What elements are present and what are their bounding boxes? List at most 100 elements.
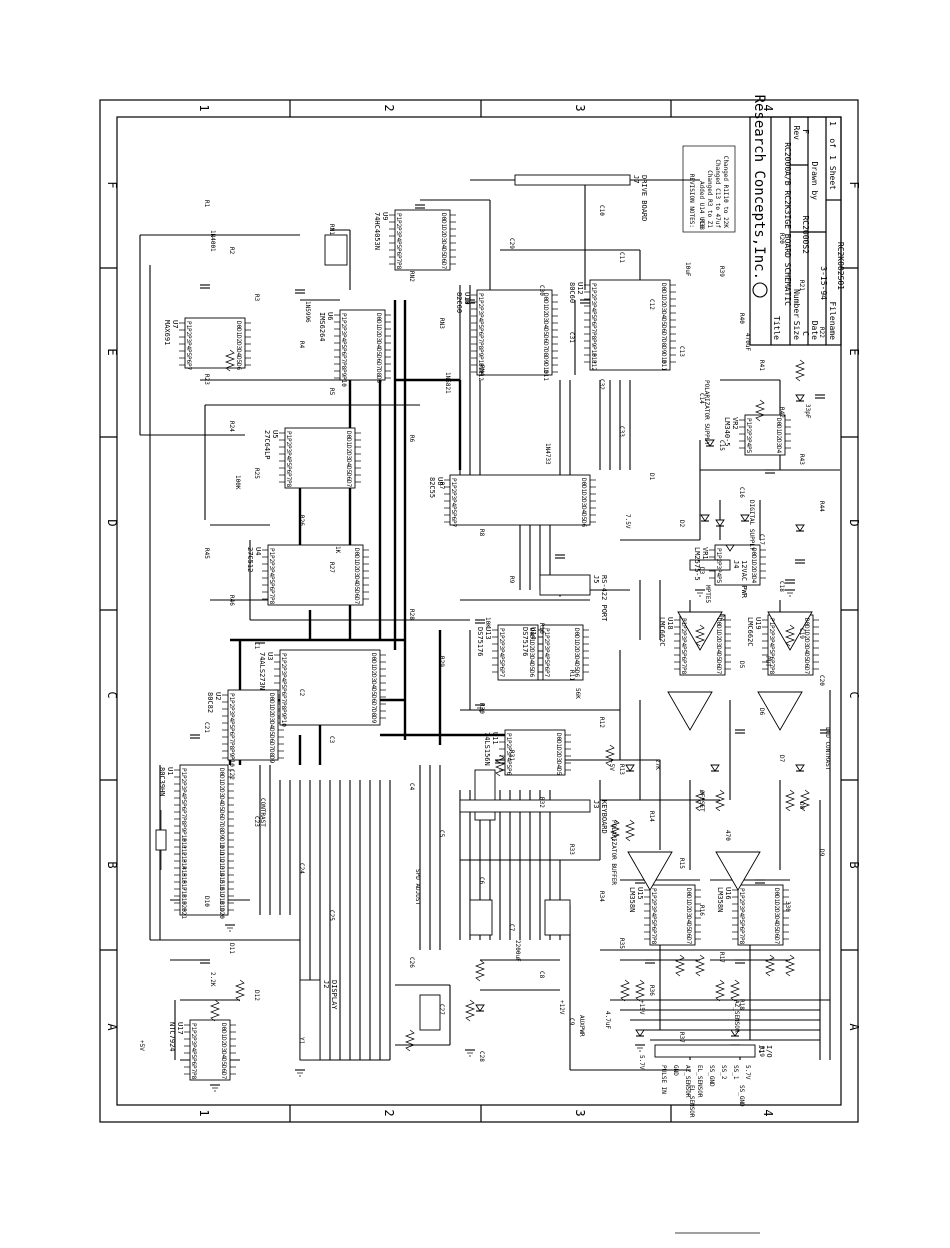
ic-part: 80C39HN <box>158 767 166 797</box>
pin-label: P7 <box>185 363 192 371</box>
pin-label: P1 <box>190 1023 197 1031</box>
part-ref: D9 <box>818 849 825 857</box>
net-label: POLARIZATOR BUFFER <box>610 820 617 885</box>
zone-row-c-right: C <box>847 691 861 698</box>
part-ref: R41 <box>758 360 765 371</box>
pin-label: P1 <box>745 418 752 426</box>
pin-label: P4 <box>498 649 505 657</box>
part-ref: D11 <box>228 943 235 954</box>
pin-label: P8 <box>268 597 275 605</box>
pin-label: P5 <box>340 341 347 349</box>
pin-label: P6 <box>395 248 402 256</box>
pin-label: P2 <box>650 895 657 903</box>
pin-label: P1 <box>543 628 550 636</box>
io-pin-label: AZ_SENSOR <box>684 1065 691 1098</box>
pin-label: P1 <box>450 478 457 486</box>
pin-label: P6 <box>477 328 484 336</box>
drawn-by-label: Drawn by <box>810 161 819 200</box>
pin-label: D4 <box>750 576 757 584</box>
pin-label: P1 <box>228 693 235 701</box>
pin-label: P8 <box>228 742 235 750</box>
pin-label: P1 <box>180 768 187 776</box>
part-ref: R11 <box>568 670 575 681</box>
part-ref: R26 <box>298 515 305 526</box>
pin-label: D6 <box>268 735 275 743</box>
pin-label: D18 <box>218 894 225 905</box>
wiring <box>139 175 840 1092</box>
pin-label: D2 <box>803 632 810 640</box>
pin-label: D1 <box>235 328 242 336</box>
pin-label: P3 <box>498 642 505 650</box>
part-value: 1N5821 <box>444 372 451 394</box>
part-ref: R19 <box>758 1046 765 1057</box>
part-ref: R40 <box>738 313 745 324</box>
pin-label: D6 <box>235 363 242 371</box>
sheet-frame <box>99 99 859 1123</box>
pin-label: P2 <box>228 700 235 708</box>
pin-label: P5 <box>190 1051 197 1059</box>
pin-label: P6 <box>590 318 597 326</box>
part-ref: C28 <box>478 1051 485 1062</box>
pin-label: P6 <box>340 348 347 356</box>
pin-label: D7 <box>542 342 549 350</box>
pin-label: P6 <box>505 768 512 776</box>
pin-label: D0 <box>345 431 352 439</box>
zone-labels: 1 2 3 4 1 2 3 4 F E D C B A F E D C B A <box>105 104 861 1116</box>
pin-label: D7 <box>803 667 810 675</box>
pin-label: D3 <box>773 909 780 917</box>
part-ref: C19 <box>798 628 805 639</box>
pin-label: P4 <box>340 334 347 342</box>
pin-label: D4 <box>555 761 562 769</box>
part-ref: RN3 <box>438 318 445 329</box>
part-ref: R29 <box>438 656 445 667</box>
ic-package <box>184 317 246 369</box>
pin-label: D2 <box>580 492 587 500</box>
pin-label: D6 <box>353 590 360 598</box>
part-ref: R30 <box>478 703 485 714</box>
io-pin-label: SS_1 <box>732 1065 739 1080</box>
ic-part: LM340-5 <box>723 417 731 447</box>
pin-label: D4 <box>370 681 377 689</box>
pin-label: P7 <box>268 590 275 598</box>
ic-package <box>476 289 553 376</box>
ic-ref: U8 <box>436 477 444 485</box>
part-ref: D3 <box>698 567 705 575</box>
pin-label: P6 <box>768 653 775 661</box>
zone-row-e-right: E <box>847 348 861 355</box>
diode-symbol <box>705 439 715 447</box>
pin-label: D9 <box>218 831 225 839</box>
pin-label: D8 <box>660 339 667 347</box>
part-ref: R1 <box>203 200 210 208</box>
ic-part: 74ALS273N <box>258 652 266 690</box>
part-ref: D12 <box>253 990 260 1001</box>
connector-ref: J1 <box>757 1045 765 1053</box>
ic-ref: U9 <box>381 212 389 220</box>
part-ref: R44 <box>818 501 825 512</box>
ic-ref: U13 <box>484 627 492 640</box>
pin-label: D2 <box>528 642 535 650</box>
pin-label: P6 <box>543 663 550 671</box>
pin-label: D8 <box>370 709 377 717</box>
pin-label: D1 <box>580 485 587 493</box>
pin-label: D0 <box>370 653 377 661</box>
revision-line-1: Added U14 U18 <box>698 181 705 228</box>
pin-label: D6 <box>660 325 667 333</box>
connector-ref: J4 <box>732 560 740 568</box>
pin-label: D3 <box>268 714 275 722</box>
pin-label: D5 <box>660 318 667 326</box>
part-value: 1N4001 <box>209 230 216 252</box>
diode-symbol <box>730 1029 740 1037</box>
pin-label: P4 <box>285 452 292 460</box>
pin-label: D13 <box>218 859 225 870</box>
pin-label: P6 <box>180 803 187 811</box>
filename-label: Filename <box>828 301 837 340</box>
part-ref: R15 <box>678 858 685 869</box>
pin-label: P3 <box>768 632 775 640</box>
pin-label: P1 <box>505 733 512 741</box>
ic-ref: U10 <box>463 292 471 305</box>
net-label: -5V <box>608 760 615 771</box>
pin-label: D1 <box>555 740 562 748</box>
pin-label: D4 <box>542 321 549 329</box>
part-ref: C18 <box>778 581 785 592</box>
revision-line-2: Changed R3 to Z1 <box>706 170 713 228</box>
